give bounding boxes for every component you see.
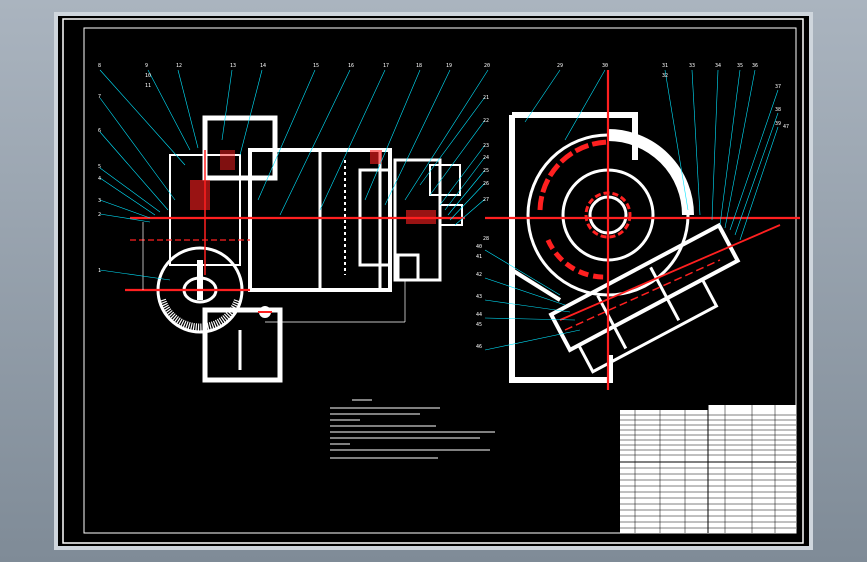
part-label: 23 <box>483 143 489 149</box>
left-leader-lines <box>99 69 489 281</box>
part-label: 17 <box>383 63 389 69</box>
part-label: 21 <box>483 95 489 101</box>
part-label: 3 <box>98 198 101 204</box>
part-label: 5 <box>98 164 101 170</box>
inclined-drive-unit <box>548 222 741 374</box>
lower-base <box>202 307 283 383</box>
part-label: 22 <box>483 118 489 124</box>
part-label: 37 <box>775 84 781 90</box>
part-label: 7 <box>98 94 101 100</box>
part-label: 45 <box>476 322 482 328</box>
part-label: 25 <box>483 168 489 174</box>
part-label: 19 <box>446 63 452 69</box>
technical-notes <box>330 399 495 459</box>
part-label: 46 <box>476 344 482 350</box>
part-label: 47 <box>783 124 789 130</box>
part-label: 8 <box>98 63 101 69</box>
part-label: 14 <box>260 63 266 69</box>
part-label: 9 <box>145 63 148 69</box>
left-center-lines <box>125 150 465 292</box>
part-label: 42 <box>476 272 482 278</box>
part-label: 29 <box>557 63 563 69</box>
left-section-view <box>156 115 463 383</box>
part-label: 30 <box>602 63 608 69</box>
part-label: 18 <box>416 63 422 69</box>
part-label: 41 <box>476 254 482 260</box>
part-label: 1 <box>98 268 101 274</box>
left-part-labels: 8 9 10 11 12 13 14 15 16 17 18 19 20 7 6… <box>98 63 490 274</box>
part-label: 31 <box>662 63 668 69</box>
right-part-labels: 29 30 31 32 33 34 35 36 37 38 39 40 41 4… <box>476 63 789 350</box>
part-label: 28 <box>483 236 489 242</box>
part-label: 20 <box>484 63 490 69</box>
part-label: 24 <box>483 155 489 161</box>
part-label: 15 <box>313 63 319 69</box>
part-label: 2 <box>98 212 101 218</box>
part-label: 36 <box>752 63 758 69</box>
parts-list-grid <box>620 405 796 533</box>
part-label: 27 <box>483 197 489 203</box>
part-label: 39 <box>775 121 781 127</box>
part-label: 13 <box>230 63 236 69</box>
part-label: 4 <box>98 176 101 182</box>
part-label: 38 <box>775 107 781 113</box>
part-label: 12 <box>176 63 182 69</box>
part-label: 43 <box>476 294 482 300</box>
part-label: 32 <box>662 73 668 79</box>
part-label: 10 <box>145 73 151 79</box>
part-label: 44 <box>476 312 482 318</box>
gear-hatch <box>158 298 242 332</box>
part-label: 11 <box>145 83 151 89</box>
shaft-section-icon <box>258 306 272 318</box>
part-label: 35 <box>737 63 743 69</box>
part-label: 16 <box>348 63 354 69</box>
right-leader-lines <box>484 69 779 351</box>
dimension-lines <box>142 222 406 323</box>
part-label: 33 <box>689 63 695 69</box>
part-label: 26 <box>483 181 489 187</box>
part-label: 34 <box>715 63 721 69</box>
sheet-inner-frame <box>62 18 804 544</box>
part-label: 6 <box>98 128 101 134</box>
part-label: 40 <box>476 244 482 250</box>
drawing-area-frame <box>83 27 797 534</box>
